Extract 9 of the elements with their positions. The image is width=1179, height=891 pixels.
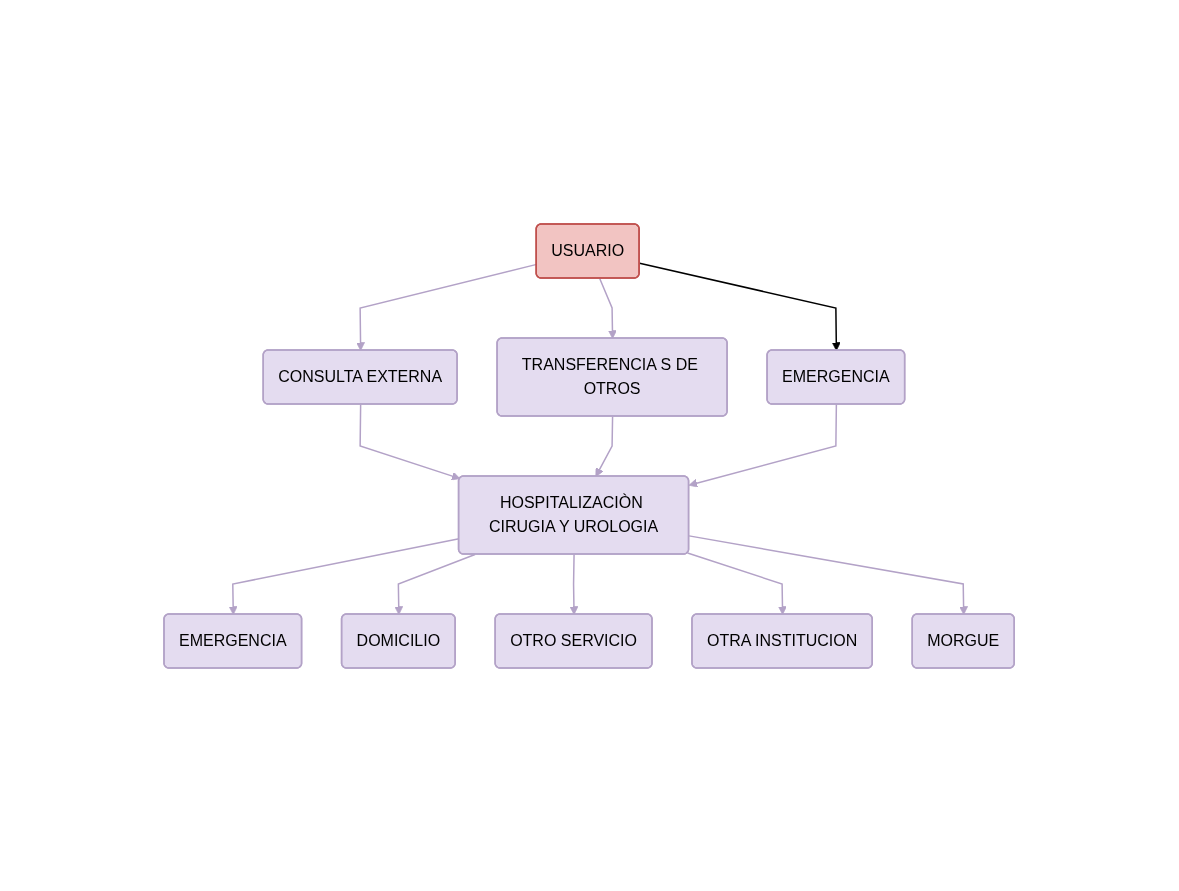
arrow (394, 553, 477, 615)
arrow (595, 415, 614, 477)
arrow (687, 551, 788, 615)
arrow (689, 403, 838, 487)
arrow (569, 553, 579, 615)
arrow (599, 277, 618, 339)
arrow (688, 534, 969, 615)
arrow (359, 403, 461, 480)
arrow (639, 262, 842, 351)
